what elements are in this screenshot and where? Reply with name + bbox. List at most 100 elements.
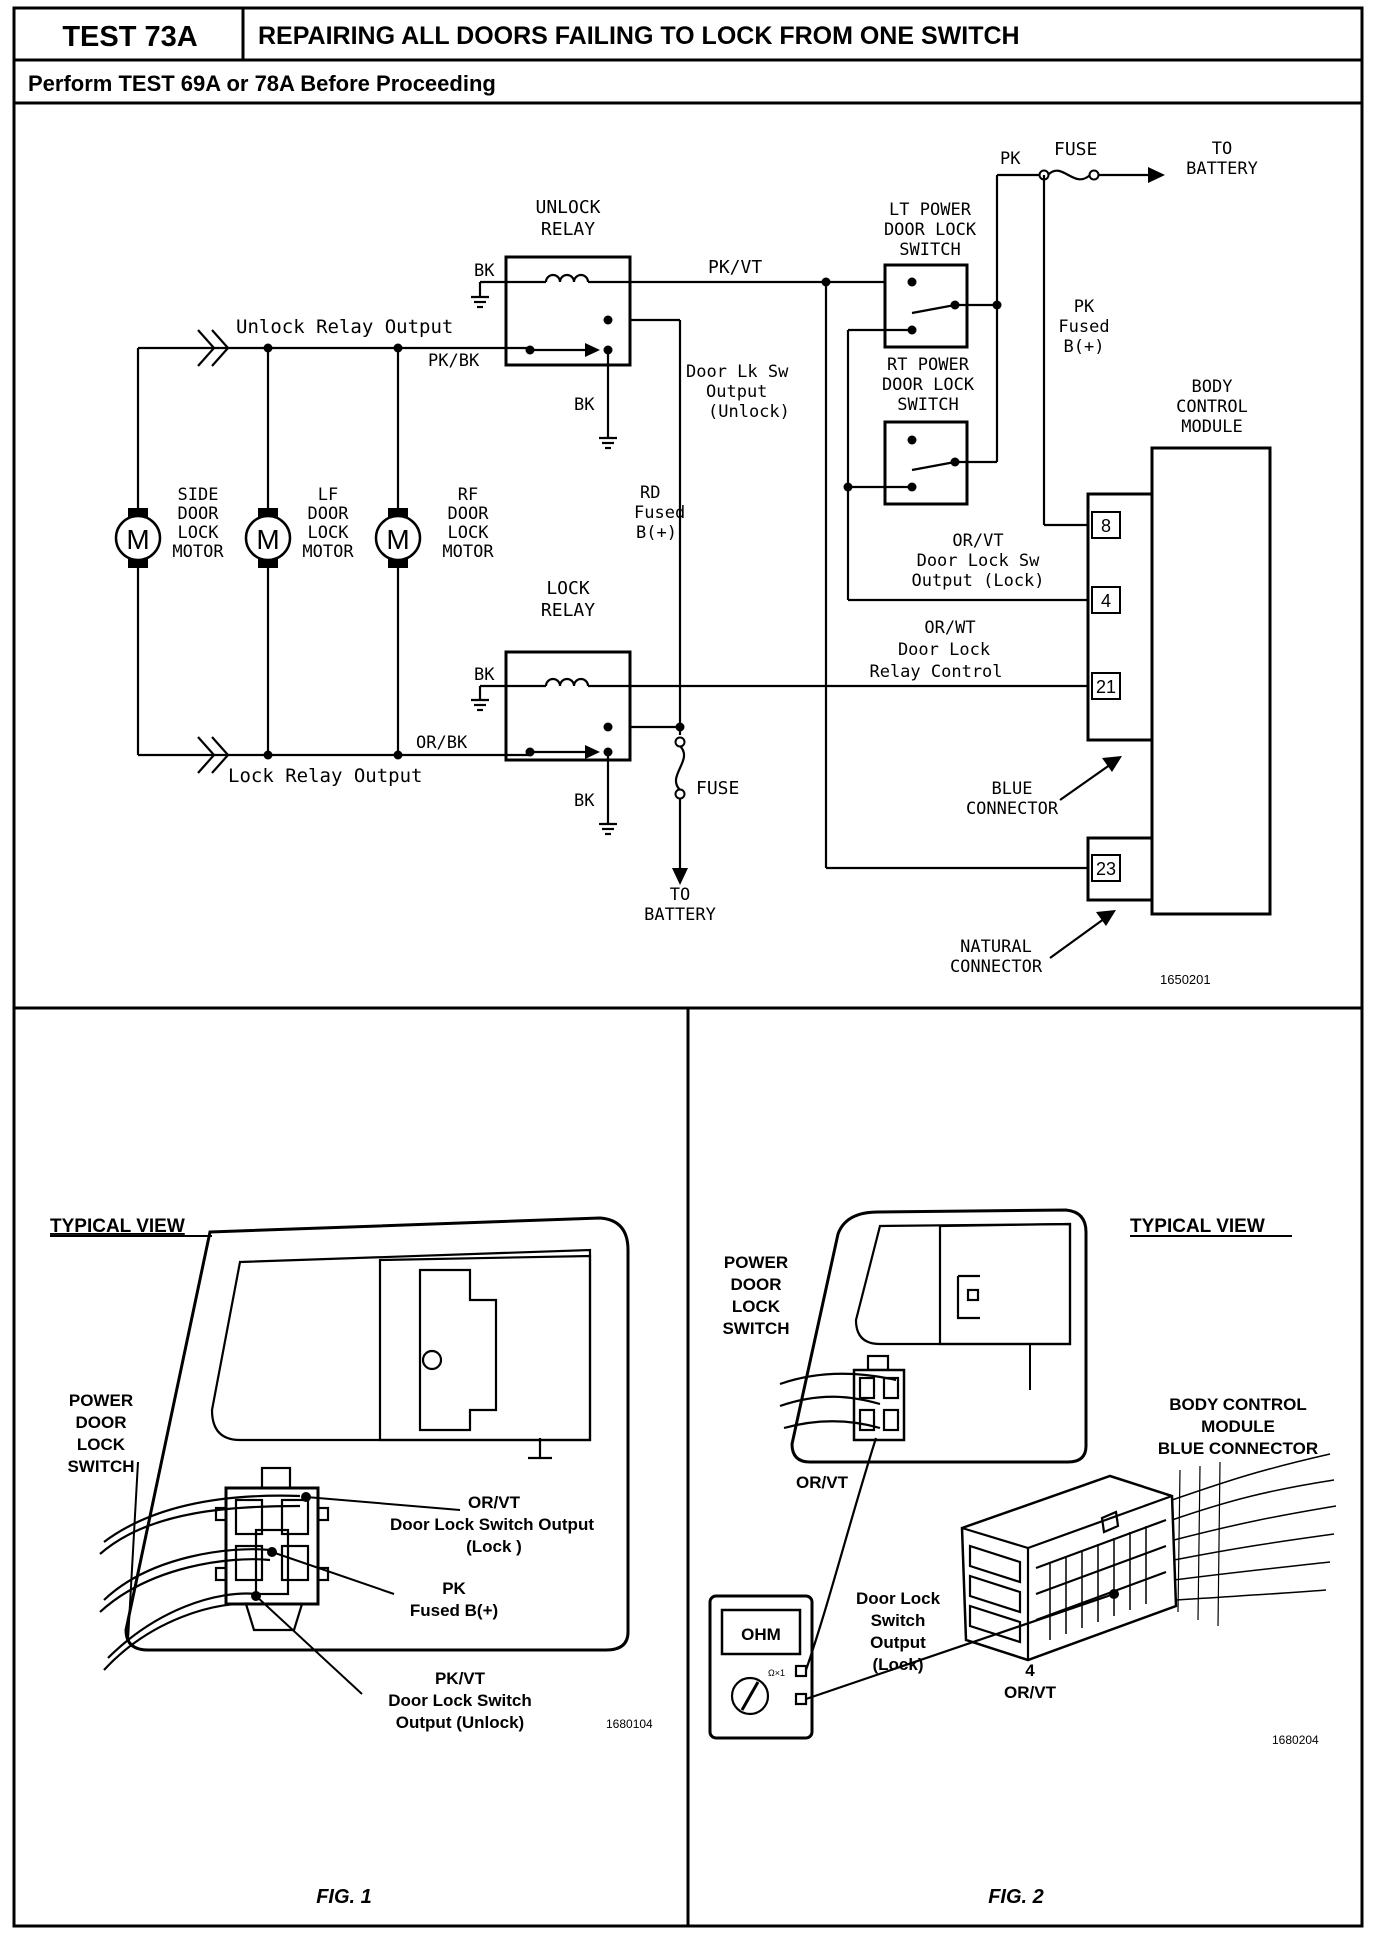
lower-battery-2: BATTERY	[644, 905, 716, 925]
rf-motor-symbol: M	[386, 524, 409, 555]
test-title: REPAIRING ALL DOORS FAILING TO LOCK FROM…	[258, 22, 1020, 50]
side-motor-symbol: M	[126, 524, 149, 555]
or-vt-lock-2: Door Lock Sw	[917, 551, 1041, 571]
svg-text:DOOR: DOOR	[448, 504, 490, 524]
door-lk-sw-output-1: Door Lk Sw	[686, 362, 789, 382]
rd-fused-2: Fused	[634, 503, 685, 523]
fig2-caption: FIG. 2	[988, 1886, 1044, 1908]
pin-23: 23	[1096, 859, 1116, 879]
unlock-connector-symbol	[197, 329, 230, 367]
rt-switch-label-2: DOOR LOCK	[882, 375, 975, 395]
lt-switch-label-2: DOOR LOCK	[884, 220, 977, 240]
pk-fused-3: B(+)	[1064, 337, 1105, 357]
bcm-label-1: BODY	[1192, 377, 1233, 397]
fig2-figure-number: 1680204	[1272, 1733, 1319, 1747]
or-vt-lock-1: OR/VT	[952, 531, 1003, 551]
svg-text:LOCK: LOCK	[308, 523, 350, 543]
lf-motor-symbol: M	[256, 524, 279, 555]
lock-relay-label-1: LOCK	[546, 578, 590, 599]
wire-bk-lock-coil: BK	[474, 665, 495, 685]
natural-connector-1: NATURAL	[960, 937, 1032, 957]
fig1-pk-1: PK	[442, 1579, 466, 1598]
fig1-caption: FIG. 1	[316, 1886, 372, 1908]
fig2-or-vt: OR/VT	[796, 1473, 849, 1492]
fig1-figure-number: 1680104	[606, 1717, 653, 1731]
unlock-relay-label-2: RELAY	[541, 219, 595, 240]
svg-text:MOTOR: MOTOR	[442, 542, 494, 562]
fig1-pk-vt-1: PK/VT	[435, 1669, 486, 1688]
svg-text:SIDE: SIDE	[178, 485, 219, 505]
fig1-switch-label-3: LOCK	[77, 1435, 126, 1454]
upper-battery-1: TO	[1212, 139, 1232, 159]
fig2-pin-wire: OR/VT	[1004, 1683, 1057, 1702]
fig1-door-outline	[124, 1216, 630, 1652]
fig2-switch-label-3: LOCK	[732, 1297, 781, 1316]
rf-door-lock-motor: M RF DOOR LOCK MOTOR	[374, 485, 494, 568]
lock-relay-output-label: Lock Relay Output	[228, 765, 422, 787]
fig1-switch-label-2: DOOR	[76, 1413, 127, 1432]
fig2-door-lock-4: (Lock)	[873, 1655, 924, 1674]
fig1-switch-label-1: POWER	[69, 1391, 133, 1410]
bcm-label-3: MODULE	[1181, 417, 1242, 437]
lock-relay-label-2: RELAY	[541, 600, 595, 621]
fig2-door-panel	[854, 1222, 1072, 1346]
fig2-bcm-blue-connector	[960, 1453, 1337, 1662]
lock-connector-symbol	[197, 736, 230, 774]
bcm-label-2: CONTROL	[1176, 397, 1248, 417]
wire-pk-vt: PK/VT	[708, 257, 762, 278]
fig1-pk-vt-2: Door Lock Switch	[388, 1691, 532, 1710]
fig2-bcm-label-2: MODULE	[1201, 1417, 1275, 1436]
body-control-module	[1150, 446, 1272, 916]
wire-bk-unlock-contact: BK	[574, 395, 595, 415]
pk-fused-2: Fused	[1058, 317, 1109, 337]
fig2-bcm-label-1: BODY CONTROL	[1169, 1395, 1307, 1414]
pin-21: 21	[1096, 677, 1116, 697]
rt-switch-label-3: SWITCH	[897, 395, 958, 415]
wire-pk: PK	[1000, 149, 1021, 169]
fig2-meter-range: Ω×1	[768, 1668, 785, 1678]
lower-battery-1: TO	[670, 885, 690, 905]
lt-switch-label-1: LT POWER	[889, 200, 972, 220]
upper-fuse-label: FUSE	[1054, 139, 1097, 160]
svg-text:LOCK: LOCK	[178, 523, 220, 543]
lower-fuse-label: FUSE	[696, 778, 739, 799]
test-id: TEST 73A	[62, 21, 197, 53]
fig2-switch-label-2: DOOR	[731, 1275, 782, 1294]
fig2-ohmmeter: OHM Ω×1	[708, 1594, 814, 1740]
or-wt-relay-2: Door Lock	[898, 640, 990, 660]
or-wt-relay-3: Relay Control	[869, 662, 1002, 682]
wire-pk-bk: PK/BK	[428, 351, 480, 371]
wire-or-bk: OR/BK	[416, 733, 468, 753]
fig2-meter-display: OHM	[741, 1625, 781, 1644]
rd-fused-1: RD	[640, 483, 660, 503]
fig2-door-outline	[790, 1208, 1088, 1464]
wire-bk-unlock-coil: BK	[474, 261, 495, 281]
natural-connector-2: CONNECTOR	[950, 957, 1043, 977]
blue-connector-2: CONNECTOR	[966, 799, 1059, 819]
lock-relay-box	[504, 650, 632, 762]
svg-text:MOTOR: MOTOR	[302, 542, 354, 562]
door-lk-sw-output-3: (Unlock)	[708, 402, 790, 422]
fig1-or-vt-1: OR/VT	[468, 1493, 521, 1512]
fig1-door-panel	[210, 1248, 592, 1442]
svg-text:LF: LF	[318, 485, 338, 505]
figure-2: TYPICAL VIEW POWER DOOR LOCK SWITCH OR/V…	[708, 1208, 1337, 1908]
upper-battery-2: BATTERY	[1186, 159, 1258, 179]
svg-text:LOCK: LOCK	[448, 523, 490, 543]
fig2-door-lock-3: Output	[870, 1633, 926, 1652]
pk-fused-1: PK	[1074, 297, 1095, 317]
unlock-relay-coil	[544, 273, 590, 283]
fig1-switch-label-4: SWITCH	[67, 1457, 134, 1476]
fig1-pk-vt-3: Output (Unlock)	[396, 1713, 524, 1732]
rt-switch-label-1: RT POWER	[887, 355, 970, 375]
fig2-switch-label-1: POWER	[724, 1253, 788, 1272]
wiring-schematic: UNLOCK RELAY LOCK RELAY BK BK BK BK	[114, 139, 1272, 987]
blue-connector-1: BLUE	[992, 779, 1033, 799]
fig2-switch-label-4: SWITCH	[722, 1319, 789, 1338]
fig2-door-lock-2: Switch	[871, 1611, 926, 1630]
fig2-bcm-label-3: BLUE CONNECTOR	[1158, 1439, 1318, 1458]
unlock-relay-output-label: Unlock Relay Output	[236, 316, 453, 338]
lock-relay-coil	[544, 677, 590, 687]
test-subtitle: Perform TEST 69A or 78A Before Proceedin…	[28, 71, 496, 96]
